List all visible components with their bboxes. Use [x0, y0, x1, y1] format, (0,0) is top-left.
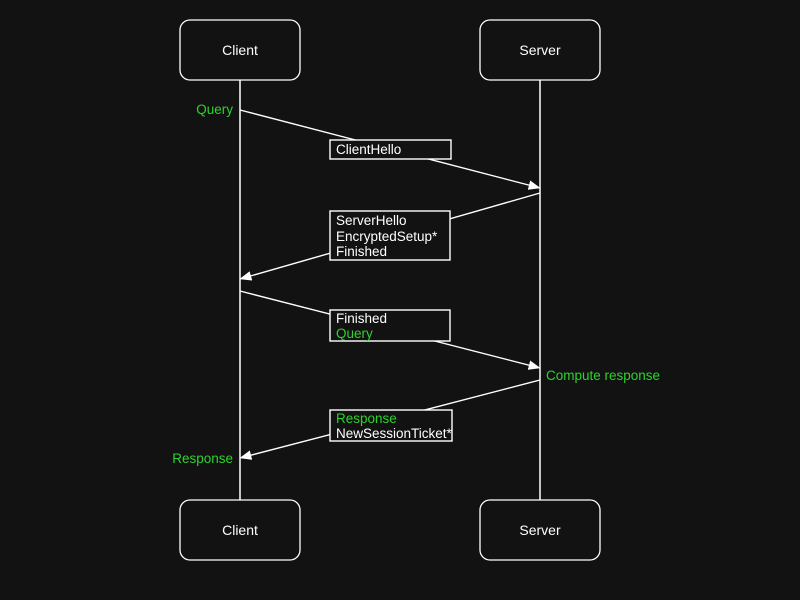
actor-box-server-top — [479, 19, 601, 81]
label-text-newsessionticket: NewSessionTicket* — [336, 426, 453, 441]
label-box-finished-query — [329, 309, 451, 342]
side-label-query: Query — [196, 102, 233, 117]
actor-label-client-bottom: Client — [222, 522, 258, 538]
label-box-clienthello — [329, 139, 452, 160]
label-text-serverhello: ServerHello — [336, 213, 407, 228]
actor-label-server-top: Server — [519, 42, 561, 58]
label-text-response: Response — [336, 411, 397, 426]
label-box-response-ticket — [329, 409, 453, 442]
label-text-finished-1: Finished — [336, 244, 387, 259]
label-text-clienthello: ClientHello — [336, 142, 401, 157]
actor-box-client-bottom — [179, 499, 301, 561]
actor-label-client-top: Client — [222, 42, 258, 58]
label-box-serverhello — [329, 210, 451, 261]
label-text-query: Query — [336, 326, 373, 341]
actor-label-server-bottom: Server — [519, 522, 561, 538]
actor-box-client-top — [179, 19, 301, 81]
label-text-encryptedsetup: EncryptedSetup* — [336, 229, 438, 244]
side-label-compute-response: Compute response — [546, 368, 660, 383]
actor-box-server-bottom — [479, 499, 601, 561]
label-text-finished-2: Finished — [336, 311, 387, 326]
side-label-response: Response — [172, 451, 233, 466]
